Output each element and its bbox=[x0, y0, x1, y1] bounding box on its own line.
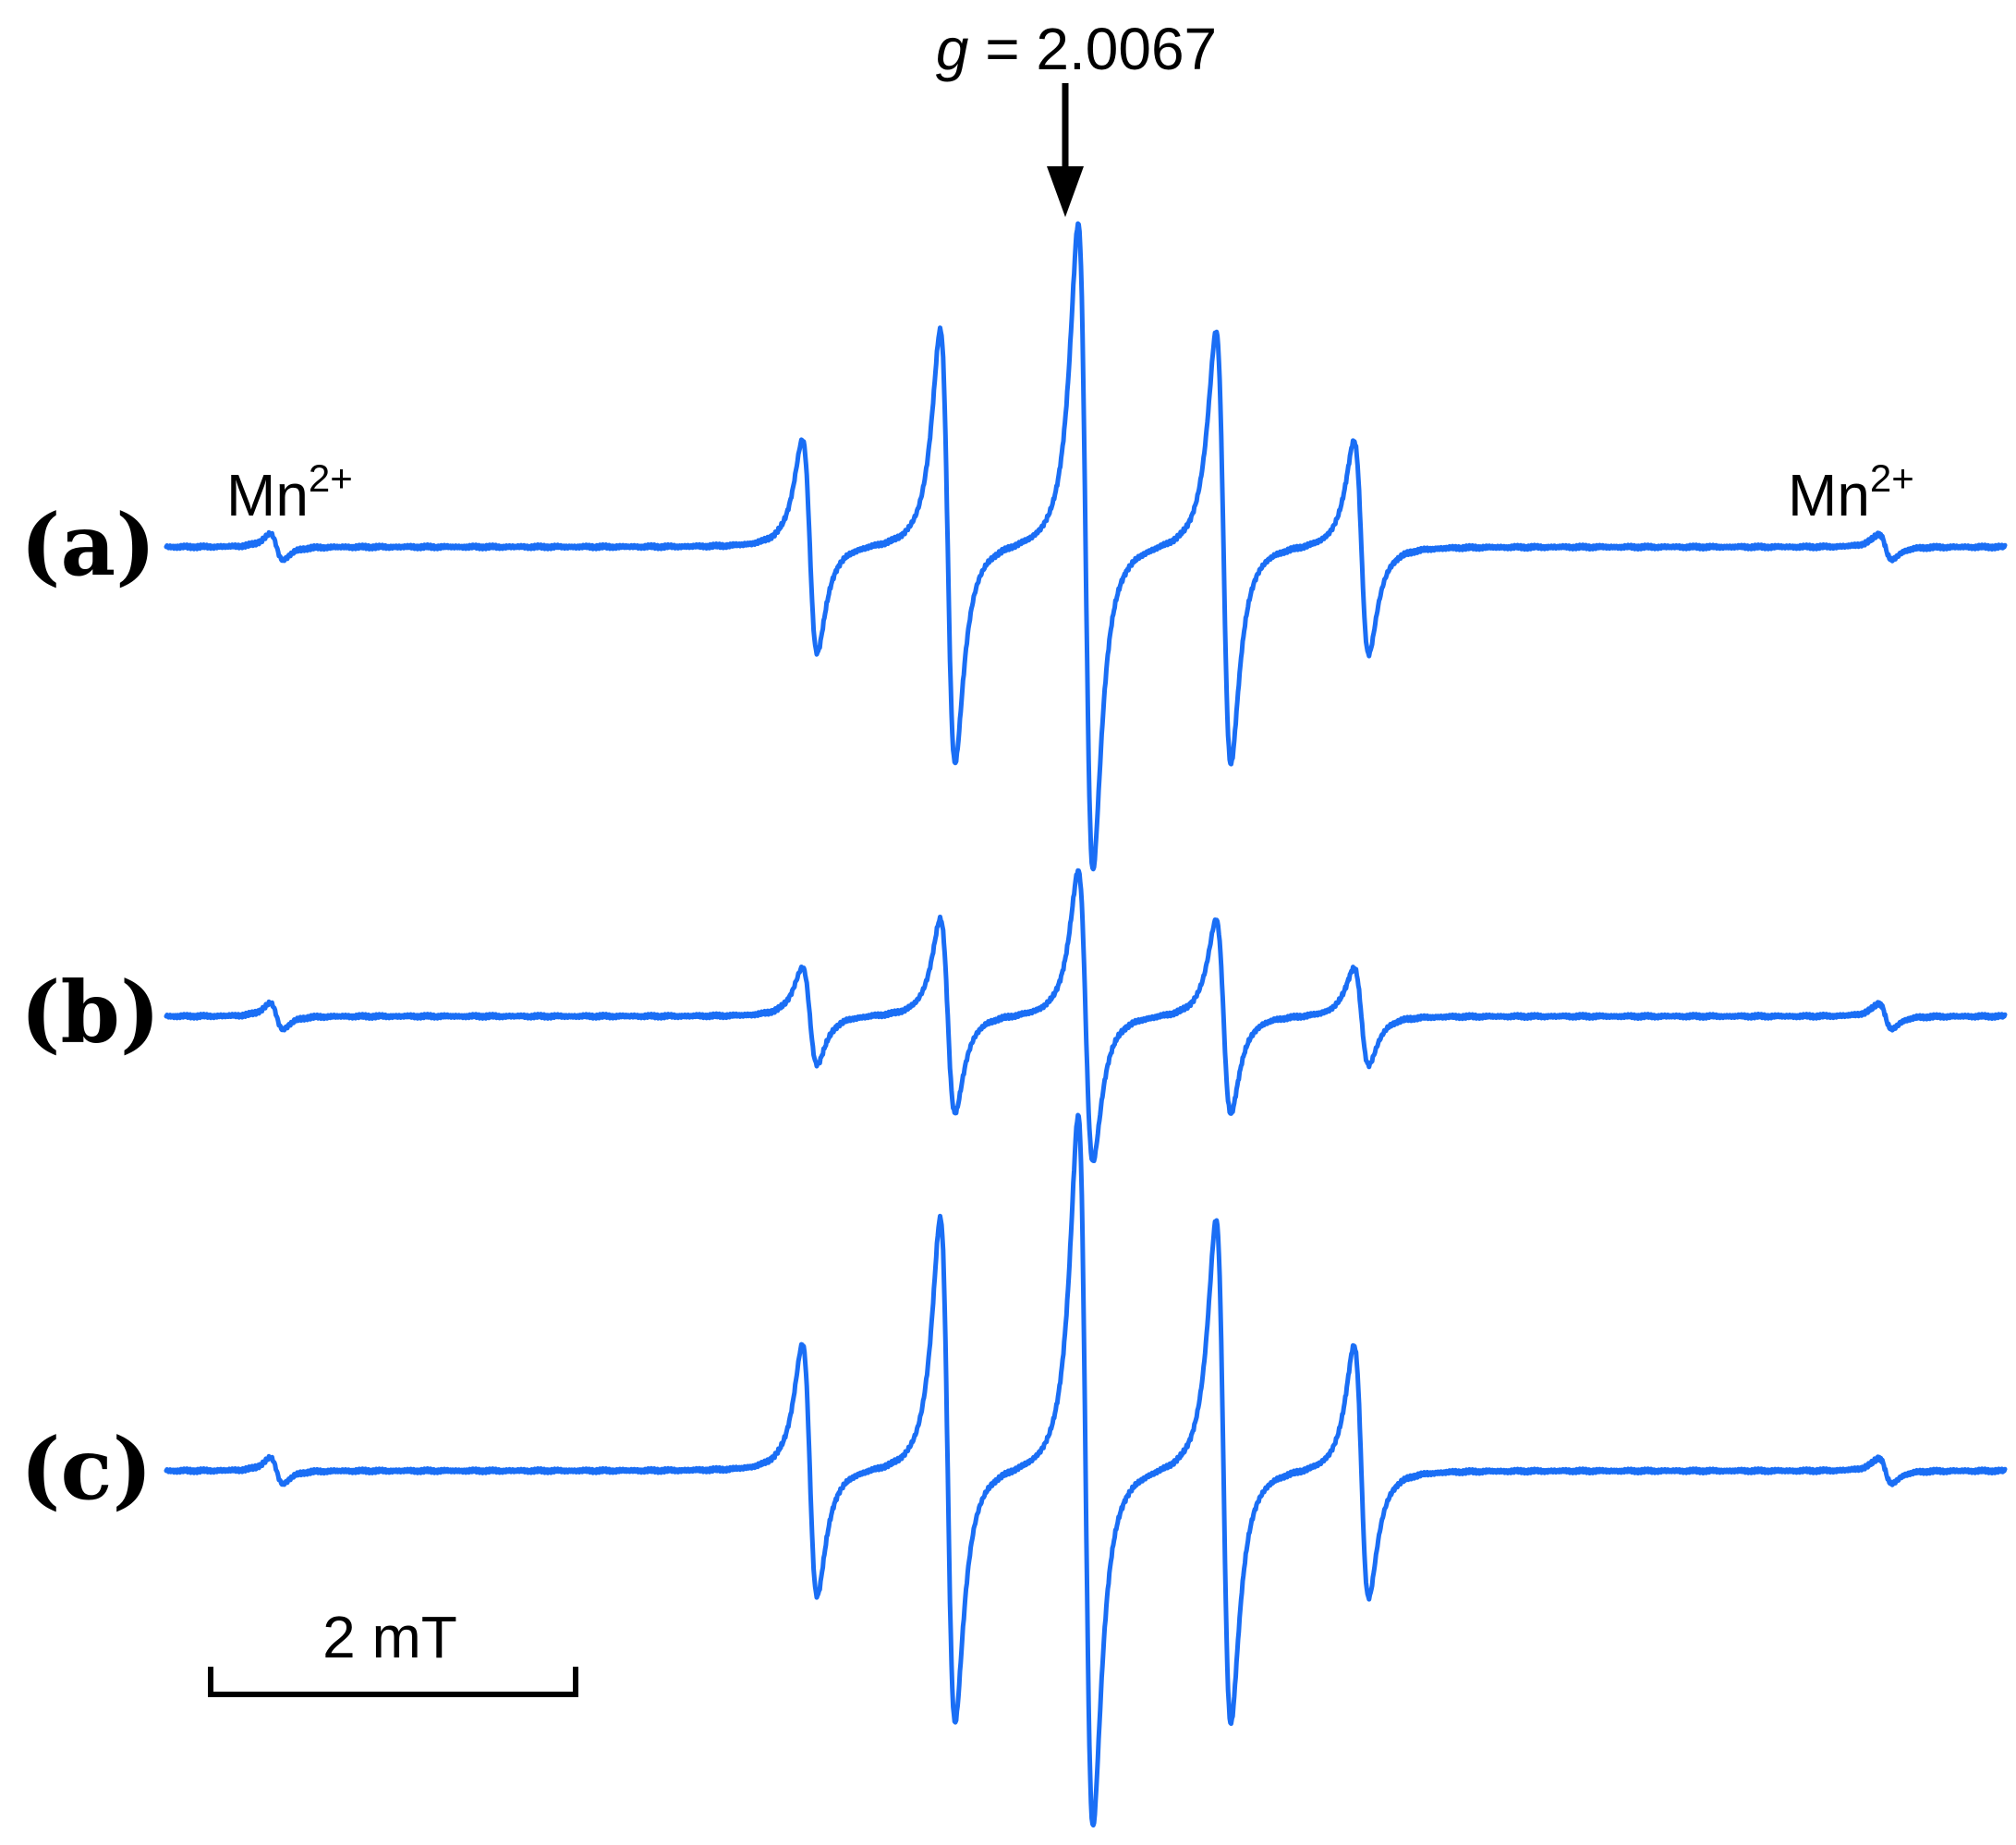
mn-label-left: Mn2+ bbox=[226, 456, 353, 528]
series-label-c: (c) bbox=[20, 1419, 152, 1519]
mn-label-right: Mn2+ bbox=[1788, 456, 1914, 528]
series-line-b bbox=[164, 868, 2008, 1163]
g-value-label: g = 2.0067 bbox=[936, 16, 1217, 82]
series-label-b: (b) bbox=[20, 963, 160, 1062]
series-line-c bbox=[164, 1112, 2008, 1828]
g-value-arrow bbox=[1047, 83, 1084, 217]
series-line-a bbox=[164, 221, 2008, 872]
series-label-a: (a) bbox=[20, 495, 156, 595]
scale-bar bbox=[208, 1667, 578, 1697]
scale-bar-label: 2 mT bbox=[322, 1604, 457, 1670]
